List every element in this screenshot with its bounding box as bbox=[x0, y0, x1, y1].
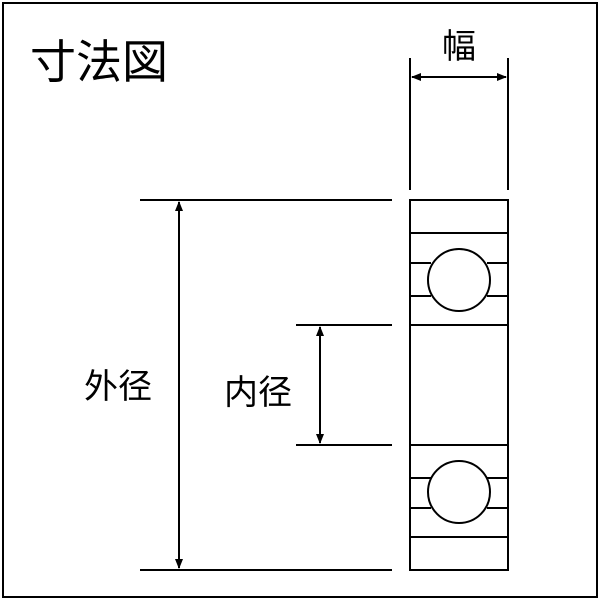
bottom-ball bbox=[427, 460, 491, 524]
diagram-title: 寸法図 bbox=[30, 35, 168, 89]
bearing-outline bbox=[409, 199, 509, 571]
width-label: 幅 bbox=[442, 27, 476, 67]
top-ball bbox=[427, 248, 491, 312]
inner-diameter-label: 内径 bbox=[224, 373, 292, 413]
outer-diameter-label: 外径 bbox=[84, 367, 152, 407]
bearing-cross-section bbox=[409, 199, 509, 571]
